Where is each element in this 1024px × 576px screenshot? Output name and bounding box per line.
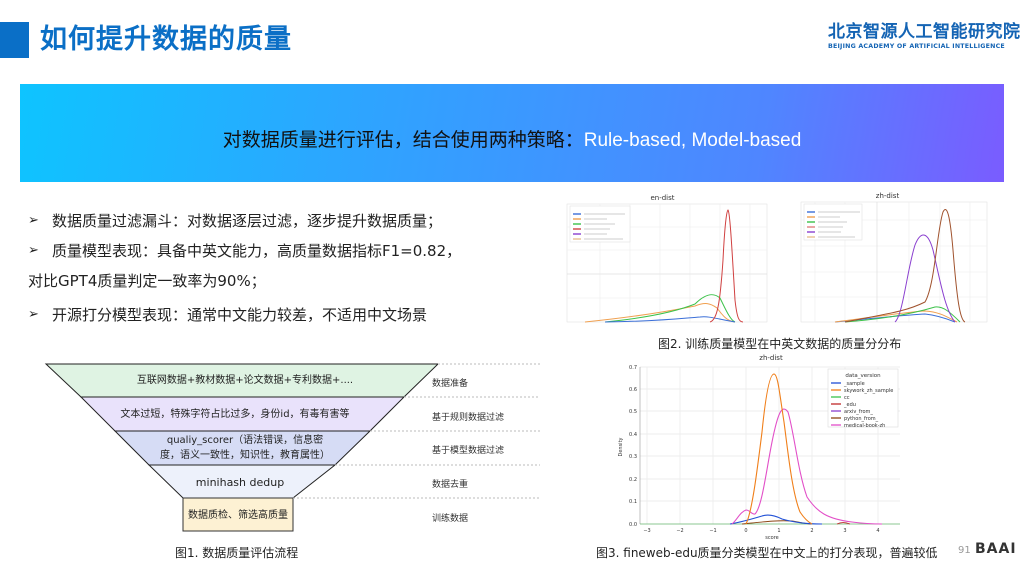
- svg-text:0.4: 0.4: [629, 432, 637, 438]
- bullet-text: 质量模型表现：具备中英文能力，高质量数据指标F1=0.82，: [52, 242, 462, 260]
- chart-zh-dist-large: data_version _sample skywork_zh_sample c…: [612, 352, 902, 542]
- baai-logo: 北京智源人工智能研究院 BEIJING ACADEMY OF ARTIFICIA…: [828, 22, 1021, 52]
- strategy-banner: 对数据质量进行评估，结合使用两种策略：Rule-based, Model-bas…: [20, 84, 1004, 182]
- svg-text:0.5: 0.5: [629, 409, 637, 415]
- svg-text:0.6: 0.6: [629, 387, 637, 393]
- bullet-list: ➢ 数据质量过滤漏斗：对数据逐层过滤，逐步提升数据质量； ➢ 质量模型表现：具备…: [28, 206, 528, 330]
- logo-cn-text: 北京智源人工智能研究院: [828, 22, 1021, 42]
- svg-text:0.3: 0.3: [629, 454, 637, 460]
- figure-3-caption: 图3. fineweb-edu质量分类模型在中文上的打分表现，普遍较低: [596, 546, 938, 560]
- svg-text:0.2: 0.2: [629, 477, 637, 483]
- y-axis-label: Density: [618, 437, 624, 456]
- svg-text:0.7: 0.7: [629, 365, 637, 371]
- bullet-continuation: 对比GPT4质量判定一致率为90%；: [28, 272, 266, 290]
- arrow-bullet-icon: ➢: [28, 243, 39, 258]
- funnel-stage-label: 数据准备: [432, 379, 469, 389]
- funnel-shapes: [44, 363, 540, 532]
- svg-text:0: 0: [744, 528, 747, 534]
- funnel-layer-1-text: 互联网数据+教材数据+论文数据+专利数据+....: [136, 375, 354, 386]
- banner-text-cn: 对数据质量进行评估，结合使用两种策略：: [222, 129, 584, 151]
- svg-text:1: 1: [777, 528, 780, 534]
- legend-label: arxiv_from_: [844, 409, 873, 415]
- chart-en-dist-plot: [566, 203, 768, 323]
- funnel-layer-5-text: 数据质检、筛选高质量: [188, 510, 288, 521]
- logo-en-text: BEIJING ACADEMY OF ARTIFICIAL INTELLIGEN…: [828, 43, 1005, 50]
- bullet-item: ➢ 质量模型表现：具备中英文能力，高质量数据指标F1=0.82，: [28, 236, 528, 266]
- baai-footer-logo: BAAI: [975, 541, 1017, 557]
- svg-text:−2: −2: [676, 528, 683, 534]
- funnel-stage-label: 基于规则数据过滤: [432, 413, 505, 423]
- svg-text:0.0: 0.0: [629, 522, 637, 528]
- legend-label: _sample: [843, 381, 865, 387]
- svg-text:2: 2: [810, 528, 813, 534]
- bullet-item: ➢ 开源打分模型表现：通常中文能力较差，不适用中文场景: [28, 300, 528, 330]
- legend-label: _edu: [843, 402, 856, 408]
- arrow-bullet-icon: ➢: [28, 307, 39, 322]
- svg-text:−3: −3: [643, 528, 650, 534]
- funnel-layer-2-text: 文本过短，特殊字符占比过多，身份id，有毒有害等: [120, 409, 350, 420]
- figure-1-caption: 图1. 数据质量评估流程: [175, 546, 299, 560]
- legend-label: medical-book-zh: [844, 423, 885, 429]
- arrow-bullet-icon: ➢: [28, 213, 39, 228]
- chart-title: zh-dist: [875, 192, 900, 200]
- bullet-text: 数据质量过滤漏斗：对数据逐层过滤，逐步提升数据质量；: [52, 212, 443, 230]
- legend-title: data_version: [845, 373, 881, 379]
- page-title: 如何提升数据的质量: [40, 24, 292, 55]
- chart-zh-dist-large-plot: data_version _sample skywork_zh_sample c…: [618, 365, 900, 541]
- svg-text:−1: −1: [709, 528, 716, 534]
- legend-label: python_from_: [844, 416, 879, 422]
- x-axis-label: score: [765, 535, 778, 541]
- svg-text:3: 3: [843, 528, 846, 534]
- chart-zh-dist-small: zh-dist: [785, 190, 990, 330]
- bullet-item: ➢ 数据质量过滤漏斗：对数据逐层过滤，逐步提升数据质量；: [28, 206, 528, 236]
- svg-text:0.1: 0.1: [629, 499, 637, 505]
- funnel-layer-3-text-line1: qualiy_scorer（语法错误，信息密: [166, 435, 324, 446]
- banner-text-en: Rule-based, Model-based: [583, 130, 802, 151]
- title-accent-bar: [0, 22, 29, 58]
- legend-label: skywork_zh_sample: [844, 388, 893, 394]
- banner-text: 对数据质量进行评估，结合使用两种策略：Rule-based, Model-bas…: [20, 128, 1004, 153]
- svg-text:4: 4: [876, 528, 879, 534]
- quality-funnel-diagram: 互联网数据+教材数据+论文数据+专利数据+.... 文本过短，特殊字符占比过多，…: [40, 355, 540, 545]
- page-number: 91: [958, 545, 971, 556]
- funnel-stage-label: 基于模型数据过滤: [432, 446, 505, 456]
- funnel-layer-3-text-line2: 度，语义一致性，知识性，教育属性）: [160, 450, 330, 461]
- figure-2-caption: 图2. 训练质量模型在中英文数据的质量分分布: [658, 337, 902, 351]
- funnel-stage-label: 训练数据: [432, 514, 469, 524]
- chart-en-dist: en-dist: [545, 190, 780, 330]
- legend-label: cc: [844, 395, 850, 401]
- funnel-stage-label: 数据去重: [432, 480, 469, 490]
- bullet-text: 开源打分模型表现：通常中文能力较差，不适用中文场景: [52, 306, 428, 324]
- funnel-layer-4-text: minihash dedup: [195, 476, 285, 489]
- chart-title: zh-dist: [759, 354, 783, 362]
- chart-zh-dist-small-plot: [800, 201, 988, 323]
- chart-title: en-dist: [650, 194, 675, 202]
